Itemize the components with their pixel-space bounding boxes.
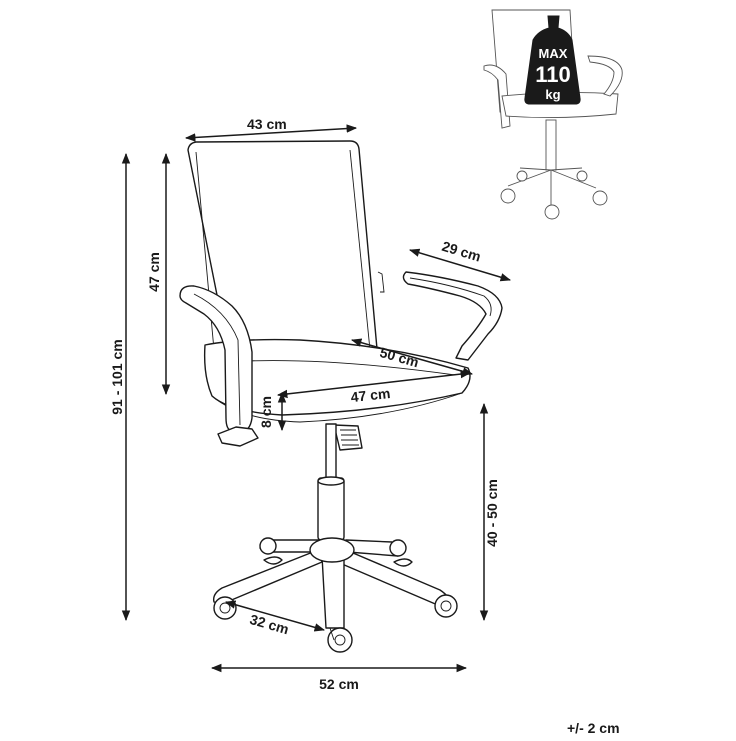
label-base-width: 52 cm — [319, 676, 359, 692]
caster-back-left — [259, 537, 283, 565]
label-backrest-height: 47 cm — [146, 252, 162, 292]
left-armrest — [179, 285, 259, 447]
tolerance-note: +/- 2 cm — [567, 720, 620, 736]
caster-front — [327, 627, 353, 653]
arrow-backrest-width — [184, 124, 358, 142]
weight-icon — [524, 15, 581, 105]
gas-lift — [317, 423, 363, 541]
label-total-height: 91 - 101 cm — [109, 339, 125, 415]
caster-left — [213, 596, 237, 620]
star-base — [212, 537, 458, 653]
label-seat-height: 40 - 50 cm — [484, 479, 500, 547]
weight-unit: kg — [545, 87, 560, 102]
label-leg-length: 32 cm — [248, 611, 291, 637]
caster-right — [434, 594, 458, 618]
arrow-leg-length — [224, 600, 326, 632]
caster-back-right — [389, 539, 413, 567]
arrow-seat-width — [276, 369, 472, 399]
weight-value: 110 — [535, 62, 571, 87]
chair-drawing — [179, 140, 503, 653]
arrow-armrest-length — [408, 248, 512, 282]
right-armrest — [402, 271, 503, 361]
weight-capacity-thumbnail: MAX 110 kg — [483, 9, 623, 220]
arrow-seat-depth — [350, 338, 474, 376]
label-backrest-width: 43 cm — [247, 116, 287, 132]
label-seat-width: 47 cm — [350, 385, 391, 405]
dimension-arrows — [121, 124, 512, 673]
label-seat-thickness: 8 cm — [258, 396, 274, 428]
weight-max-label: MAX — [539, 46, 568, 61]
